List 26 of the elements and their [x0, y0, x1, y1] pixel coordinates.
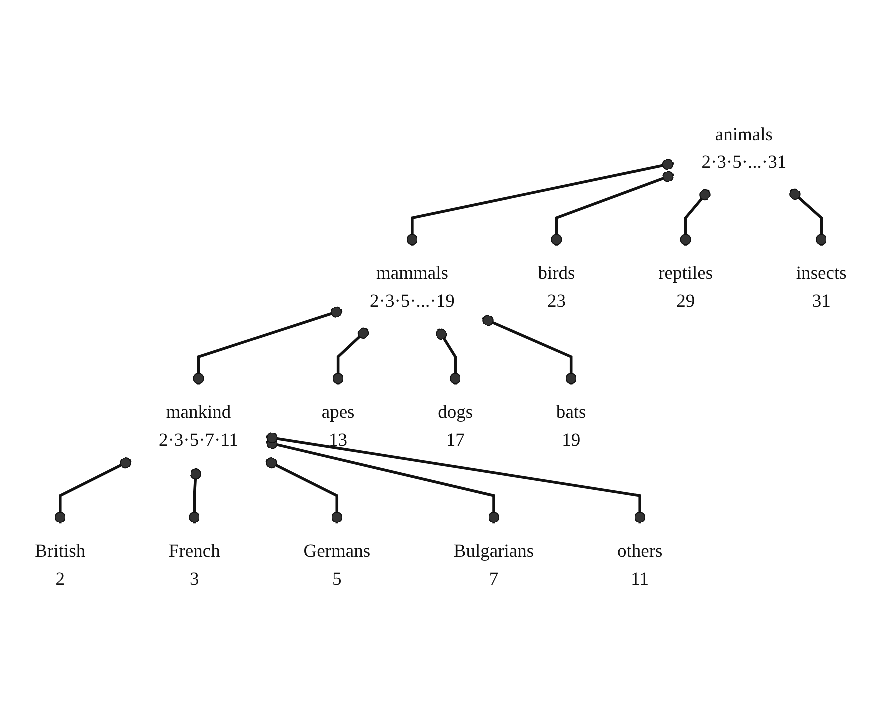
node-text: Germans 5: [304, 540, 371, 589]
node-text: others 11: [617, 540, 663, 589]
node-text: birds 23: [538, 262, 576, 312]
connector: [790, 188, 828, 246]
connector: [54, 457, 132, 524]
node-text: insects 31: [796, 262, 847, 312]
connector: [332, 327, 370, 384]
connector: [436, 328, 462, 384]
connector: [406, 158, 674, 246]
connector: [189, 468, 202, 524]
node-text: mammals 2·3·5·...·19: [370, 262, 455, 312]
node-text: dogs 17: [438, 402, 474, 450]
node-text: bats 19: [556, 402, 586, 450]
node-text: reptiles 29: [658, 262, 714, 312]
connector: [551, 170, 674, 246]
connector: [482, 314, 577, 384]
node-text: French 3: [168, 540, 220, 589]
connector: [680, 188, 711, 246]
node-text: Bulgarians 7: [454, 540, 534, 589]
node-text: animals 2·3·5·...·31: [702, 124, 787, 172]
connector: [193, 306, 343, 384]
node-text: mankind 2·3·5·7·11: [158, 402, 239, 450]
node-text: apes 13: [322, 402, 355, 450]
node-text: British 2: [35, 540, 86, 589]
connector: [266, 432, 646, 524]
connector: [266, 457, 343, 524]
